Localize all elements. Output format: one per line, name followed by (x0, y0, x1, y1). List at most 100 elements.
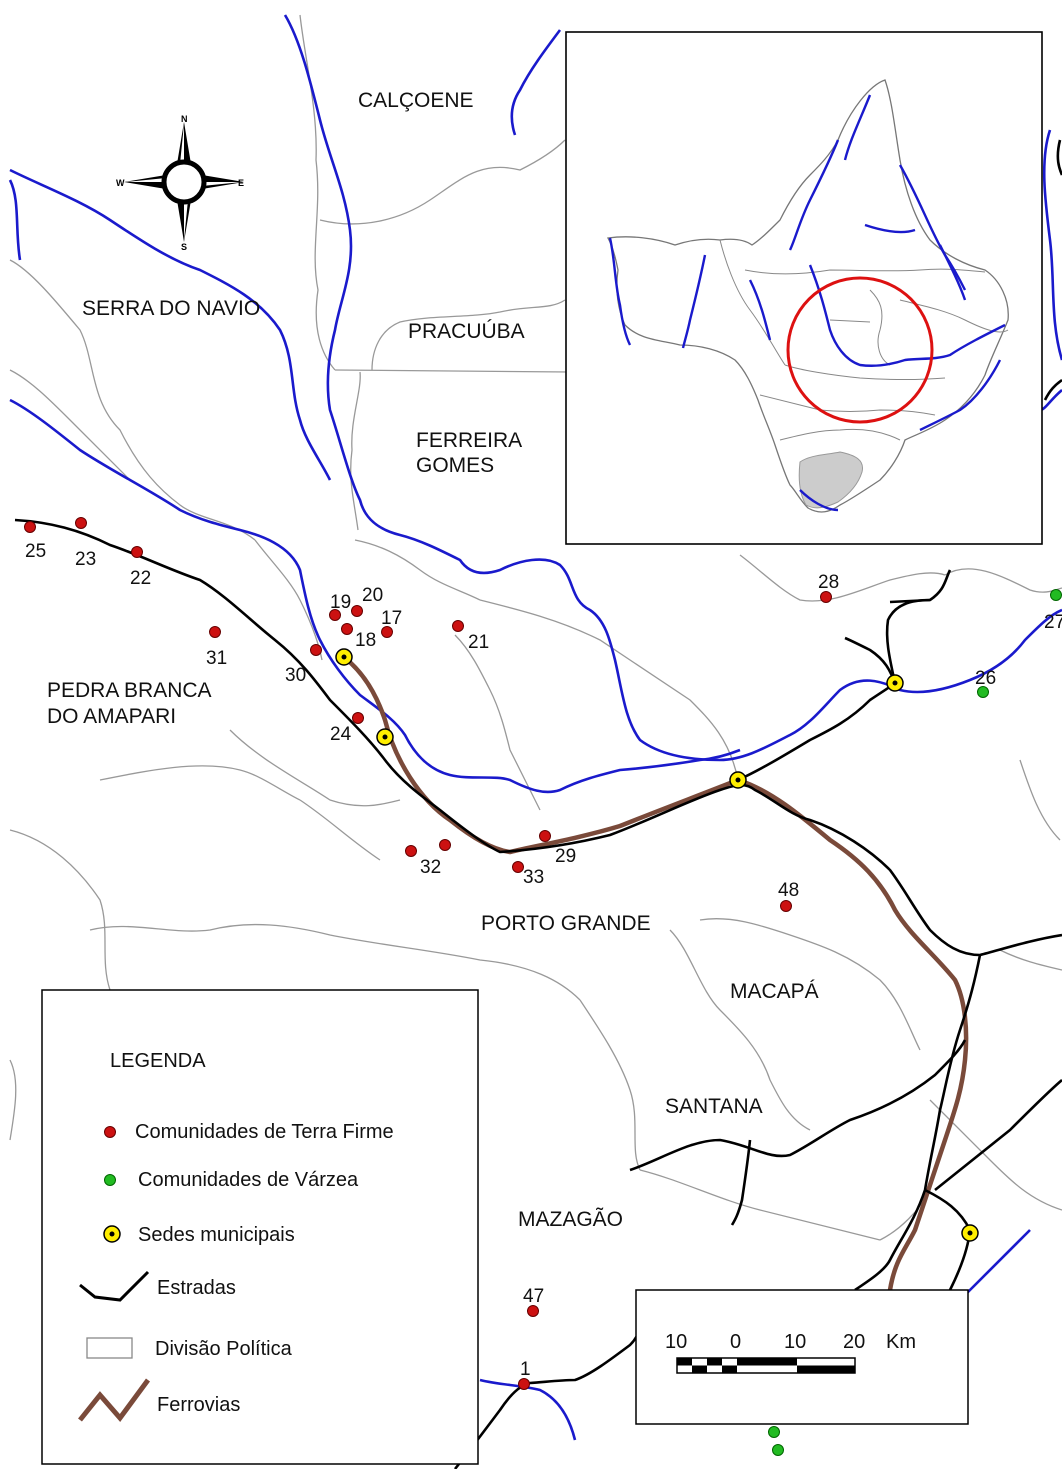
label-pracuuba: PRACUÚBA (408, 320, 525, 343)
label-macapa: MACAPÁ (730, 980, 819, 1003)
inset-highlight-circle (786, 276, 934, 424)
community-dot-20 (351, 605, 363, 617)
community-dot-17 (381, 626, 393, 638)
river-calcoene (510, 29, 562, 136)
sede-marker (335, 648, 353, 666)
community-dot-19 (329, 609, 341, 621)
community-label-47: 47 (523, 1286, 544, 1307)
communities: 25 23 22 31 19 20 17 18 21 30 24 28 27 2… (24, 517, 1062, 1456)
road-right-top (1043, 378, 1062, 401)
community-dot-26 (977, 686, 989, 698)
community-dot-29 (539, 830, 551, 842)
scale-bar-graphic (676, 1357, 856, 1374)
community-label-30: 30 (285, 665, 306, 686)
label-do-amapari: DO AMAPARI (47, 705, 176, 728)
community-dot-33 (512, 861, 524, 873)
community-dot-24 (352, 712, 364, 724)
inset-map (565, 31, 1043, 545)
community-dot-32b (439, 839, 451, 851)
label-ferreira: FERREIRA (416, 429, 522, 452)
community-label-22: 22 (130, 568, 151, 589)
community-label-18: 18 (355, 630, 376, 651)
community-label-25: 25 (25, 541, 46, 562)
community-dot-28 (820, 591, 832, 603)
road-mazagao-south (453, 1299, 647, 1469)
road-southeast (924, 1188, 972, 1291)
legend-label-varzea: Comunidades de Várzea (138, 1169, 359, 1191)
community-dot-varzea-a (768, 1426, 780, 1438)
community-label-27: 27 (1044, 612, 1062, 633)
legend-title: LEGENDA (110, 1050, 206, 1072)
label-calcoene: CALÇOENE (358, 89, 474, 112)
legend-label-estradas: Estradas (157, 1277, 236, 1299)
scale-tick-10-left: 10 (665, 1331, 687, 1353)
legend-symbol-terra-firme (104, 1126, 116, 1138)
river-branch-2 (9, 398, 741, 794)
legend-symbol-divisao (86, 1337, 133, 1359)
river-branch-upper (8, 179, 22, 261)
scale-tick-10: 10 (784, 1331, 806, 1353)
legend-label-sede: Sedes municipais (138, 1224, 295, 1246)
community-label-33: 33 (523, 867, 544, 888)
label-mazagao: MAZAGÃO (518, 1207, 623, 1231)
river-south-2 (479, 1378, 577, 1441)
road-inset-edge (1056, 139, 1062, 176)
community-dot-23 (75, 517, 87, 529)
compass-ring (161, 159, 207, 205)
scale-bar: 10 0 10 20 Km (635, 1289, 969, 1425)
community-label-48: 48 (778, 880, 799, 901)
road-santana (629, 1039, 967, 1172)
legend: LEGENDA Comunidades de Terra Firme Comun… (41, 989, 479, 1465)
legend-symbol-ferrovias (78, 1378, 151, 1422)
label-porto-grande: PORTO GRANDE (481, 912, 651, 935)
community-dot-27 (1050, 589, 1062, 601)
sede-marker (729, 771, 747, 789)
community-label-24: 24 (330, 724, 352, 745)
community-dot-18 (341, 623, 353, 635)
community-dot-1 (518, 1378, 530, 1390)
municipality-labels: CALÇOENE SERRA DO NAVIO PRACUÚBA FERREIR… (47, 89, 819, 1231)
legend-symbol-varzea (104, 1174, 116, 1186)
compass-w-label: W (116, 178, 125, 188)
community-label-17: 17 (381, 608, 402, 629)
scale-tick-20: 20 (843, 1331, 865, 1353)
compass-rose: N S E W (116, 114, 244, 252)
community-dot-48 (780, 900, 792, 912)
community-label-32: 32 (420, 857, 441, 878)
municipal-seats (335, 648, 979, 1242)
community-dot-22 (131, 546, 143, 558)
scale-unit: Km (886, 1331, 916, 1353)
river-east (1042, 129, 1062, 361)
sede-marker (376, 728, 394, 746)
community-dot-30 (310, 644, 322, 656)
road-ne-top-2 (889, 598, 931, 604)
road-east-long (854, 954, 982, 1292)
community-dot-varzea-b (772, 1444, 784, 1456)
community-dot-47 (527, 1305, 539, 1317)
community-label-31: 31 (206, 648, 227, 669)
community-label-19: 19 (330, 592, 351, 613)
rivers (8, 14, 1062, 1441)
legend-symbol-sede (103, 1225, 121, 1243)
community-label-26: 26 (975, 668, 996, 689)
community-label-20: 20 (362, 585, 383, 606)
road-main (14, 518, 1062, 957)
label-gomes: GOMES (416, 454, 494, 477)
legend-label-divisao: Divisão Política (155, 1338, 293, 1360)
community-dot-32 (405, 845, 417, 857)
road-north-east (737, 682, 896, 782)
legend-label-terra-firme: Comunidades de Terra Firme (135, 1121, 394, 1143)
compass-n-label: N (181, 114, 188, 124)
scale-tick-0: 0 (730, 1331, 741, 1353)
road-santana-spur (730, 1139, 752, 1226)
inset-gray-region (798, 451, 864, 509)
compass-e-label: E (238, 178, 244, 188)
compass-s-label: S (181, 242, 187, 252)
community-label-29: 29 (555, 846, 576, 867)
roads (14, 139, 1062, 1469)
legend-symbol-estradas (79, 1270, 150, 1302)
label-serra-do-navio: SERRA DO NAVIO (82, 297, 260, 320)
legend-label-ferrovias: Ferrovias (157, 1394, 240, 1416)
inset-rivers (608, 94, 1006, 512)
